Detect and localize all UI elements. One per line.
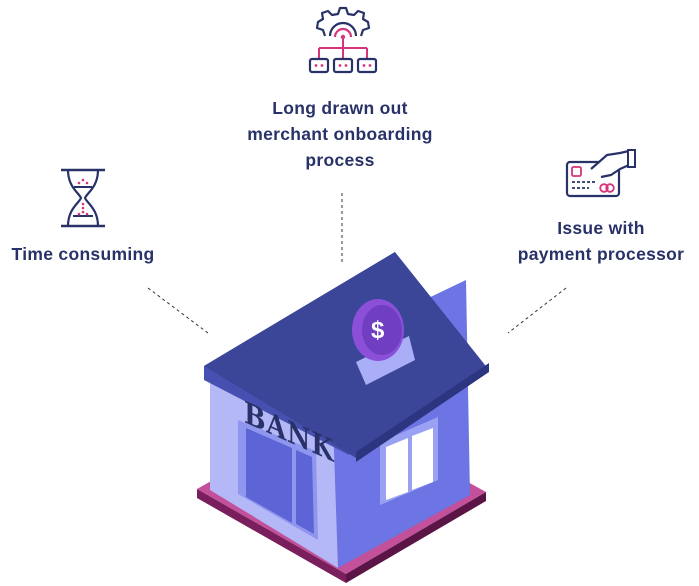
payment-issue-label: Issue with payment processor bbox=[500, 215, 699, 267]
onboarding-label: Long drawn out merchant onboarding proce… bbox=[220, 95, 460, 173]
coin-slot bbox=[356, 336, 415, 385]
bank-door bbox=[246, 428, 292, 523]
bank-window bbox=[386, 438, 408, 500]
onboarding-line3: process bbox=[305, 150, 375, 170]
payment-line1: Issue with bbox=[557, 218, 645, 238]
hourglass-icon bbox=[61, 168, 105, 228]
card-payment-icon bbox=[565, 149, 636, 198]
onboarding-line2: merchant onboarding bbox=[247, 124, 433, 144]
connector-right bbox=[507, 287, 567, 334]
bank-roof bbox=[204, 252, 489, 458]
gear-network-icon bbox=[308, 6, 378, 74]
payment-line2: payment processor bbox=[517, 244, 685, 264]
onboarding-line1: Long drawn out bbox=[272, 98, 408, 118]
time-consuming-label: Time consuming bbox=[11, 244, 155, 264]
dollar-symbol: $ bbox=[371, 317, 385, 344]
connector-left bbox=[147, 287, 209, 334]
